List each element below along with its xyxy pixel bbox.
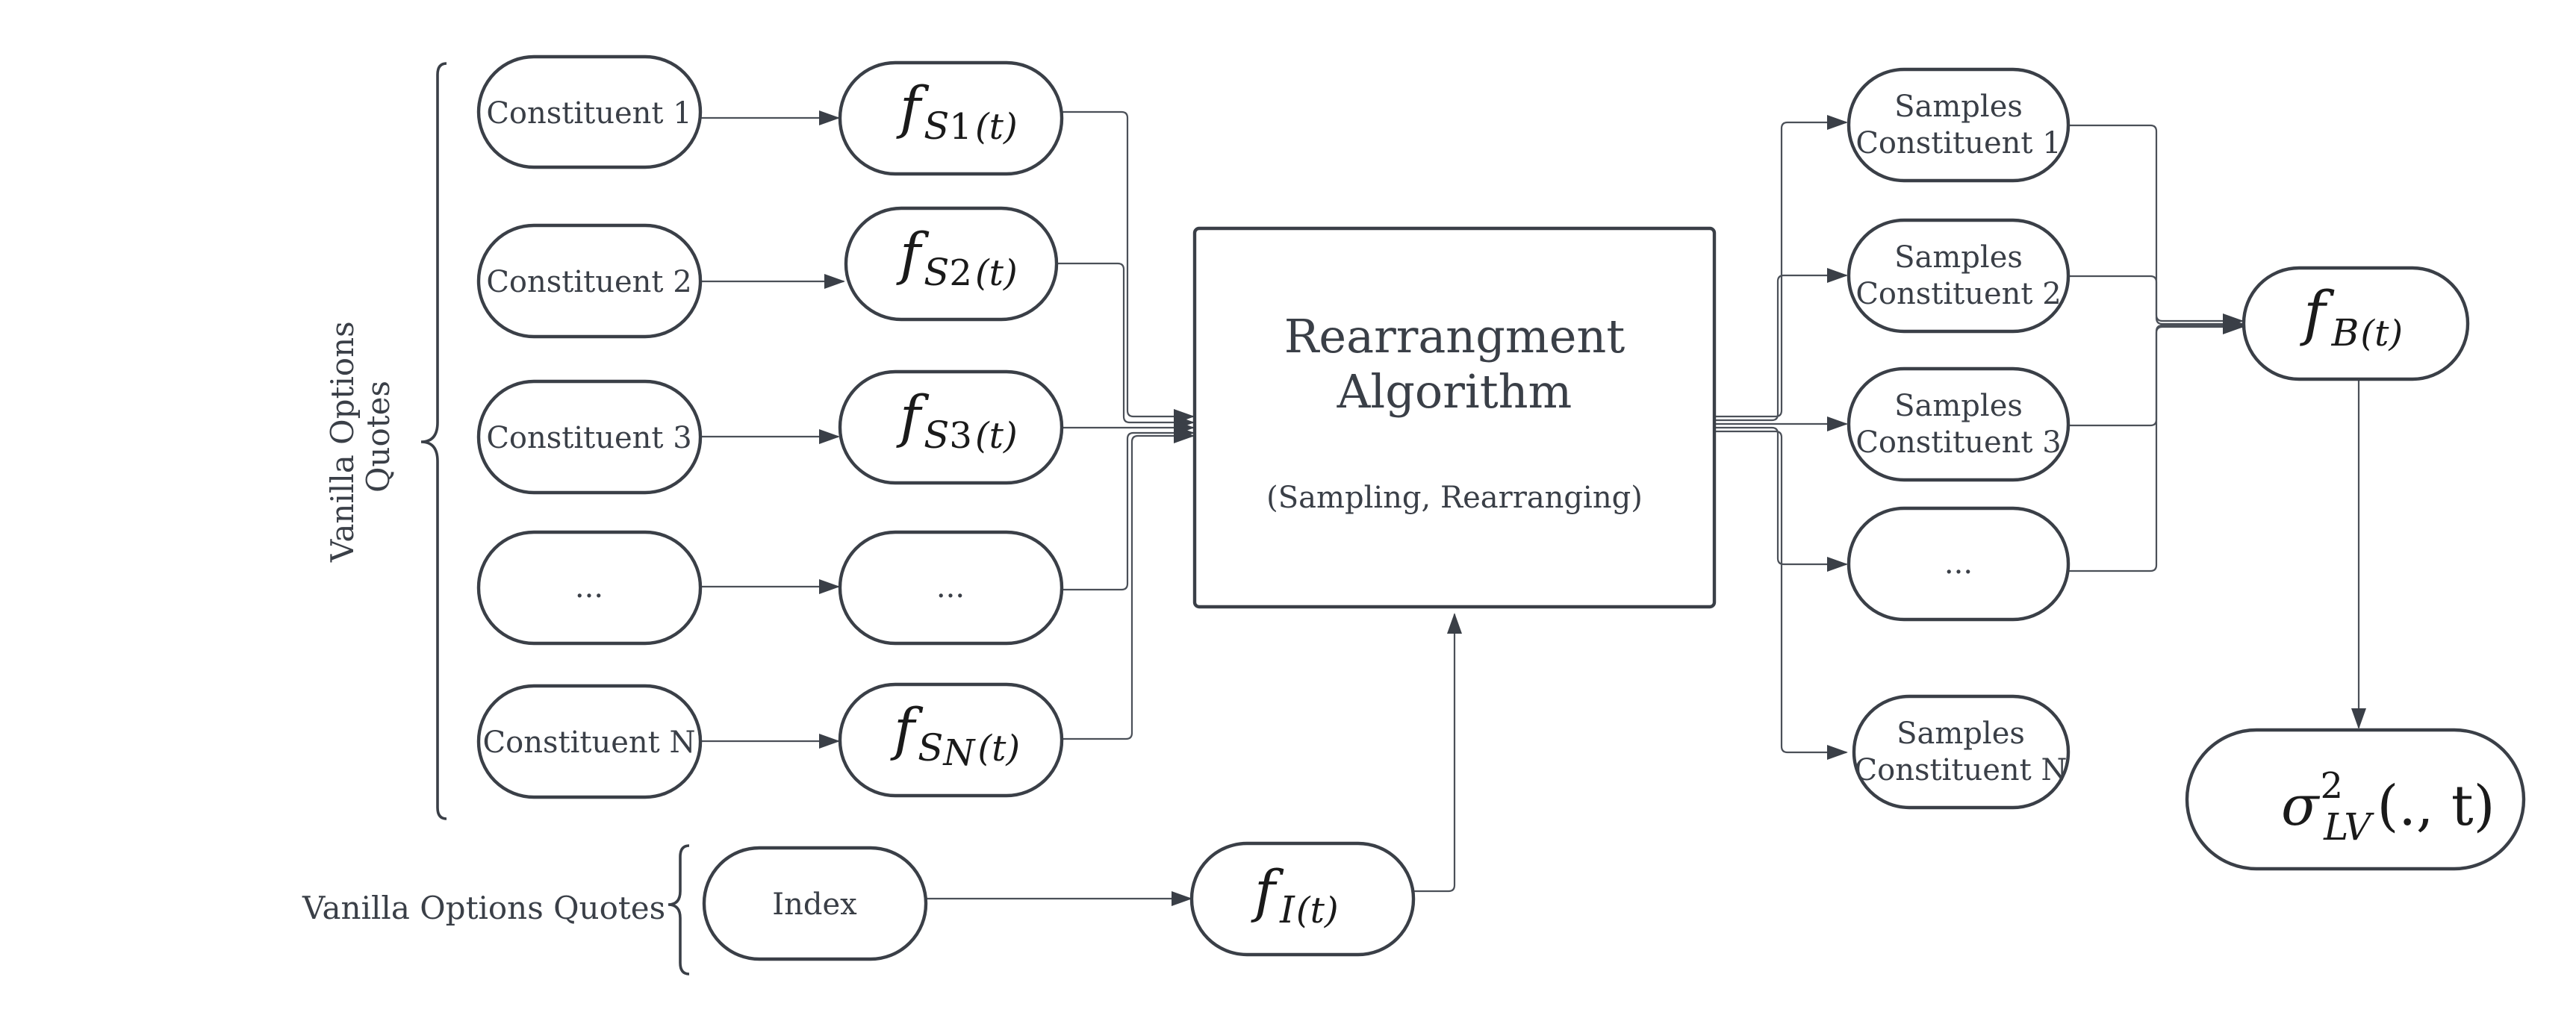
index-label: Index	[772, 887, 857, 922]
rearrangement-algorithm-box: Rearrangment Algorithm (Sampling, Rearra…	[1192, 226, 1717, 609]
constituent-node: Constituent 3	[476, 379, 703, 495]
density-label: fS3(t)	[896, 383, 1018, 457]
constituent-node: Constituent N	[476, 684, 703, 799]
constituent-node: Constituent 1	[476, 54, 703, 169]
svg-text:Constituent 3: Constituent 3	[1855, 425, 2061, 460]
constituent-node: Constituent 2	[476, 223, 703, 339]
svg-text:Constituent N: Constituent N	[1855, 753, 2068, 787]
constituent-label: ...	[575, 570, 603, 605]
svg-text:...: ...	[1944, 546, 1973, 581]
edge-algorithm-samples-n	[1714, 430, 1848, 760]
edge-ellipsis-algorithm	[1062, 425, 1195, 591]
density-node: fS2(t)	[844, 206, 1059, 322]
algorithm-subtitle: (Sampling, Rearranging)	[1266, 481, 1643, 515]
constituent-label: Constituent N	[483, 725, 696, 760]
samples-node: Samples Constituent N	[1852, 694, 2071, 810]
edge-algorithm-samples-2	[1714, 268, 1848, 422]
svg-text:Samples: Samples	[1897, 717, 2025, 751]
edge-samples-1-basket	[2068, 124, 2244, 328]
svg-text:Samples: Samples	[1894, 240, 2023, 275]
edge-density-1-algorithm	[1062, 110, 1195, 424]
density-label: fSN(t)	[890, 696, 1020, 774]
svg-text:Constituent 1: Constituent 1	[1855, 126, 2061, 160]
edge-density-2-algorithm	[1057, 262, 1195, 430]
density-node: fS1(t)	[838, 60, 1064, 176]
constituent-label: Constituent 2	[486, 265, 691, 299]
samples-node: ...	[1847, 506, 2071, 622]
curly-brace-constituents	[420, 62, 447, 820]
density-node: fS3(t)	[838, 369, 1064, 485]
density-node: ...	[838, 530, 1064, 646]
svg-text:Constituent 2: Constituent 2	[1855, 277, 2061, 311]
constituent-label: Constituent 1	[486, 96, 691, 131]
constituent-node: ...	[476, 530, 703, 646]
edge-algorithm-ellipsis	[1714, 426, 1848, 572]
algorithm-title: Rearrangment	[1284, 309, 1625, 363]
edge-index-density-algorithm	[1413, 613, 1462, 893]
algorithm-title: Algorithm	[1337, 364, 1572, 419]
edge-density-n-algorithm	[1062, 428, 1195, 740]
edges	[700, 110, 2366, 906]
svg-text:Samples: Samples	[1894, 90, 2023, 124]
index-group-label: Vanilla Options Quotes	[302, 890, 665, 926]
density-node: fSN(t)	[838, 682, 1064, 798]
edge-samples-3-basket	[2068, 318, 2244, 427]
group-label-vanilla-options-quotes: Vanilla Options Quotes	[324, 311, 396, 563]
svg-text:Samples: Samples	[1894, 389, 2023, 423]
edge-ellipsis-basket	[2068, 319, 2244, 572]
samples-node: Samples Constituent 3	[1847, 366, 2071, 482]
edge-algorithm-samples-1	[1714, 115, 1848, 418]
density-label: ...	[936, 570, 965, 605]
constituent-label: Constituent 3	[486, 421, 691, 455]
edge-samples-2-basket	[2068, 275, 2244, 331]
samples-node: Samples Constituent 2	[1847, 218, 2071, 334]
samples-node: Samples Constituent 1	[1847, 67, 2071, 183]
index-node: Index	[702, 846, 928, 961]
curly-brace-index	[668, 844, 690, 976]
